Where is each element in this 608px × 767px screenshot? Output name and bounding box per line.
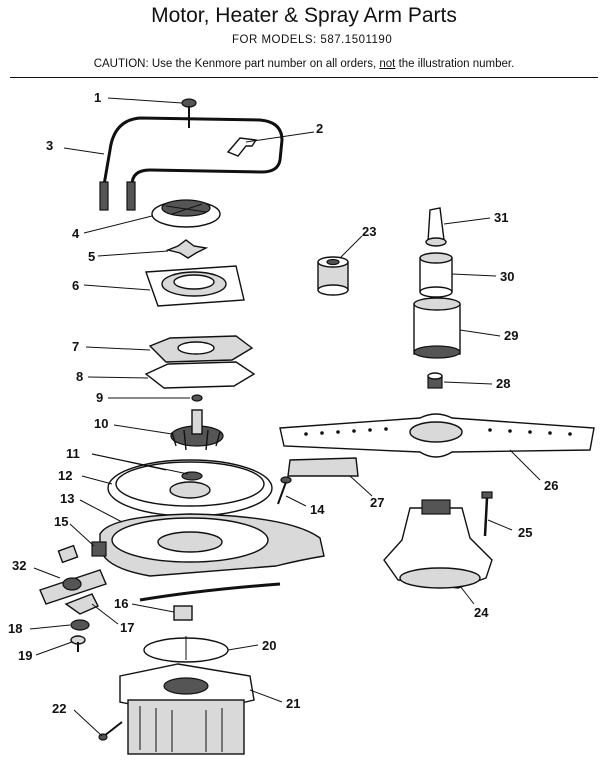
callout-7: 7 bbox=[72, 339, 79, 354]
part-25-bolt bbox=[481, 491, 493, 537]
callout-6: 6 bbox=[72, 278, 79, 293]
part-15-fitting bbox=[57, 541, 107, 564]
callout-2: 2 bbox=[316, 121, 323, 136]
part-1-bolt bbox=[181, 98, 197, 128]
callout-21: 21 bbox=[286, 696, 300, 711]
callout-16: 16 bbox=[114, 596, 128, 611]
part-23-bushing bbox=[317, 256, 349, 296]
part-27-deflector bbox=[287, 457, 359, 477]
callout-5: 5 bbox=[88, 249, 95, 264]
part-17-bracket bbox=[64, 593, 99, 615]
callout-18: 18 bbox=[8, 621, 22, 636]
leader-lines bbox=[29, 97, 541, 737]
part-7-gasket bbox=[148, 335, 254, 363]
part-4-nozzle-cap bbox=[151, 199, 221, 228]
callout-labels: 1 2 3 4 5 6 7 8 9 10 11 12 13 14 15 16 1… bbox=[8, 90, 558, 716]
callout-32: 32 bbox=[12, 558, 26, 573]
callout-20: 20 bbox=[262, 638, 276, 653]
models-line: FOR MODELS: 587.1501190 bbox=[232, 34, 393, 46]
callout-11: 11 bbox=[66, 446, 80, 461]
part-11-12-pump-housing bbox=[107, 459, 273, 517]
part-14-screw bbox=[277, 476, 292, 505]
callout-14: 14 bbox=[310, 502, 325, 517]
callout-13: 13 bbox=[60, 491, 74, 506]
part-2-bracket bbox=[226, 137, 258, 157]
caution-text-start: CAUTION: Use the Kenmore part number on … bbox=[93, 58, 380, 70]
callout-25: 25 bbox=[518, 525, 532, 540]
callout-3: 3 bbox=[46, 138, 53, 153]
callout-28: 28 bbox=[496, 376, 510, 391]
part-5-star-washer bbox=[165, 239, 209, 259]
part-30-tube bbox=[419, 252, 453, 298]
callout-23: 23 bbox=[362, 224, 376, 239]
part-13-sump bbox=[99, 513, 325, 577]
part-21-motor bbox=[119, 663, 255, 755]
part-22-screw bbox=[98, 721, 123, 741]
part-18-nut bbox=[70, 619, 90, 631]
part-26-spray-arm bbox=[279, 413, 595, 458]
spray-arm-holes bbox=[304, 427, 572, 436]
part-32-valve-hose bbox=[39, 569, 107, 605]
callout-4: 4 bbox=[72, 226, 80, 241]
callout-8: 8 bbox=[76, 369, 83, 384]
callout-15: 15 bbox=[54, 514, 68, 529]
callout-12: 12 bbox=[58, 468, 72, 483]
part-31-tube bbox=[425, 207, 447, 247]
callout-31: 31 bbox=[494, 210, 508, 225]
part-6-pump-cover bbox=[145, 265, 245, 307]
caution-note: CAUTION: Use the Kenmore part number on … bbox=[0, 58, 608, 70]
part-20-disc bbox=[143, 636, 229, 663]
callout-17: 17 bbox=[120, 620, 134, 635]
part-3-heater-element bbox=[99, 116, 284, 211]
callout-24: 24 bbox=[474, 605, 489, 620]
caution-text-end: the illustration number. bbox=[395, 58, 515, 70]
callout-9: 9 bbox=[96, 390, 103, 405]
callout-26: 26 bbox=[544, 478, 558, 493]
part-16-coupling bbox=[139, 582, 281, 621]
callout-27: 27 bbox=[370, 495, 384, 510]
part-24-bell-housing bbox=[383, 499, 493, 589]
callout-29: 29 bbox=[504, 328, 518, 343]
callout-19: 19 bbox=[18, 648, 32, 663]
page-title: Motor, Heater & Spray Arm Parts bbox=[151, 4, 457, 27]
callout-1: 1 bbox=[94, 90, 101, 105]
part-29-tube bbox=[413, 297, 461, 359]
part-10-impeller bbox=[170, 409, 224, 451]
part-9-washer bbox=[191, 394, 203, 402]
header-divider bbox=[10, 77, 598, 78]
part-28-nut bbox=[427, 372, 443, 389]
caution-text-emphasis: not bbox=[379, 58, 396, 70]
part-8-plate bbox=[144, 361, 256, 389]
callout-22: 22 bbox=[52, 701, 66, 716]
callout-10: 10 bbox=[94, 416, 108, 431]
part-19-screw bbox=[70, 635, 86, 652]
callout-30: 30 bbox=[500, 269, 514, 284]
